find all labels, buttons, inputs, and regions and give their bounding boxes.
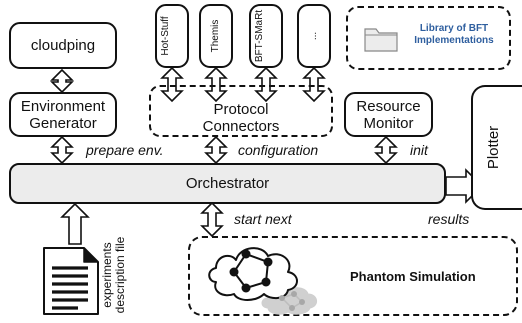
environment-generator-label: Environment Generator <box>20 97 106 132</box>
plotter-label: Plotter <box>485 125 503 170</box>
document-icon <box>43 247 99 315</box>
phantom-simulation-box: Phantom Simulation <box>188 236 518 316</box>
orchestrator-label: Orchestrator <box>185 175 270 192</box>
protocol-connectors-label: Protocol Connectors <box>202 101 280 135</box>
plotter-box: Plotter <box>471 85 522 210</box>
arrow-dots-connectors <box>302 66 326 103</box>
protocol-hotstuff-box: Hot-Stuff <box>155 4 189 68</box>
arrow-orchestrator-phantom <box>200 201 224 238</box>
cloudping-label: cloudping <box>30 37 96 54</box>
experiments-file-label: experiments description file <box>100 236 127 314</box>
arrow-connectors-orchestrator <box>204 135 228 165</box>
protocol-connectors-box: Protocol Connectors <box>149 85 333 137</box>
phantom-simulation-label: Phantom Simulation <box>350 269 476 284</box>
library-box: Library of BFT Implementations <box>346 6 511 70</box>
resource-monitor-box: Resource Monitor <box>344 92 433 137</box>
edge-label-configuration: configuration <box>238 142 319 158</box>
arrow-cloudping-environment <box>50 68 74 94</box>
arrow-environment-orchestrator <box>50 135 74 165</box>
protocol-more-label: ... <box>308 31 319 41</box>
protocol-themis-label: Themis <box>210 19 221 53</box>
folder-icon <box>364 28 398 52</box>
resource-monitor-label: Resource Monitor <box>356 97 421 132</box>
arrow-themis-connectors <box>204 66 228 103</box>
edge-label-prepare-env: prepare env. <box>86 142 164 158</box>
protocol-themis-box: Themis <box>199 4 233 68</box>
edge-label-start-next: start next <box>234 211 292 227</box>
library-label: Library of BFT Implementations <box>414 23 494 46</box>
arrow-hotstuff-connectors <box>160 66 184 103</box>
environment-generator-box: Environment Generator <box>9 92 117 137</box>
edge-label-init: init <box>410 142 428 158</box>
arrow-bftsmart-connectors <box>254 66 278 103</box>
protocol-hotstuff-label: Hot-Stuff <box>160 16 171 56</box>
protocol-bftsmart-box: BFT-SMaRt <box>249 4 283 68</box>
network-cloud-icon <box>208 247 317 315</box>
arrow-monitor-orchestrator <box>374 135 398 165</box>
protocol-more-box: ... <box>297 4 331 68</box>
orchestrator-box: Orchestrator <box>9 163 446 204</box>
protocol-bftsmart-label: BFT-SMaRt <box>254 9 265 63</box>
cloudping-box: cloudping <box>9 22 117 69</box>
edge-label-results: results <box>428 211 470 227</box>
arrow-experiments-orchestrator <box>60 202 90 245</box>
